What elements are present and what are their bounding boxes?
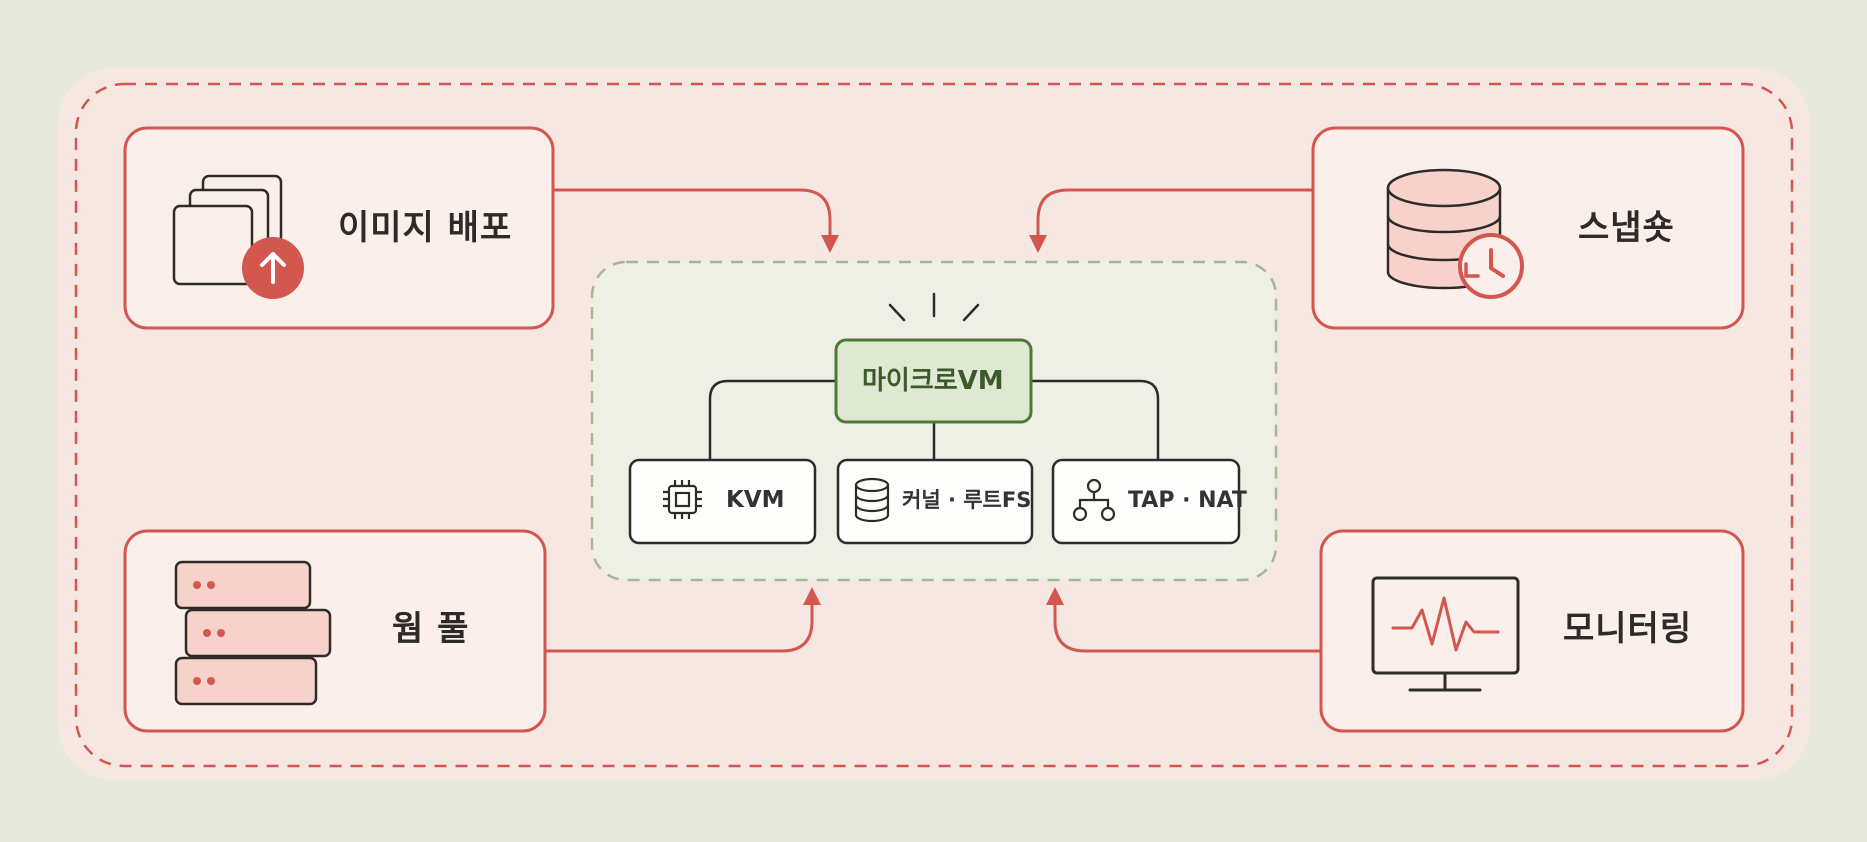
database-restore-icon bbox=[1386, 168, 1524, 299]
arrow-image-deploy bbox=[553, 188, 839, 253]
label-monitoring: 모니터링 bbox=[1563, 609, 1693, 649]
label-tap-nat: TAP · NAT bbox=[1128, 488, 1247, 513]
database-icon bbox=[854, 477, 890, 523]
arrow-monitoring bbox=[1046, 587, 1321, 653]
label-kernel-rootfs: 커널 · 루트FS bbox=[902, 488, 1032, 512]
network-topology-icon bbox=[1072, 478, 1116, 522]
label-snapshot: 스냅숏 bbox=[1578, 208, 1675, 248]
cpu-chip-icon bbox=[663, 480, 702, 519]
image-upload-icon bbox=[172, 174, 304, 299]
arrow-warm-pool bbox=[545, 587, 821, 653]
core-connectors bbox=[708, 379, 1160, 460]
server-stack-icon bbox=[174, 560, 332, 706]
core-box bbox=[834, 338, 1033, 424]
label-warm-pool: 웜 풀 bbox=[392, 609, 470, 649]
component-kvm bbox=[628, 458, 817, 545]
label-kvm: KVM bbox=[726, 487, 785, 513]
spark-lines bbox=[888, 292, 980, 322]
node-snapshot bbox=[1311, 126, 1745, 330]
label-image-deploy: 이미지 배포 bbox=[338, 208, 513, 248]
component-kernel-rootfs bbox=[836, 458, 1034, 545]
arrow-snapshot bbox=[1029, 188, 1313, 253]
label-core: 마이크로VM bbox=[862, 366, 1004, 396]
outer-region-border bbox=[74, 82, 1794, 768]
monitor-heartbeat-icon bbox=[1371, 576, 1520, 692]
component-tap-nat bbox=[1051, 458, 1241, 545]
